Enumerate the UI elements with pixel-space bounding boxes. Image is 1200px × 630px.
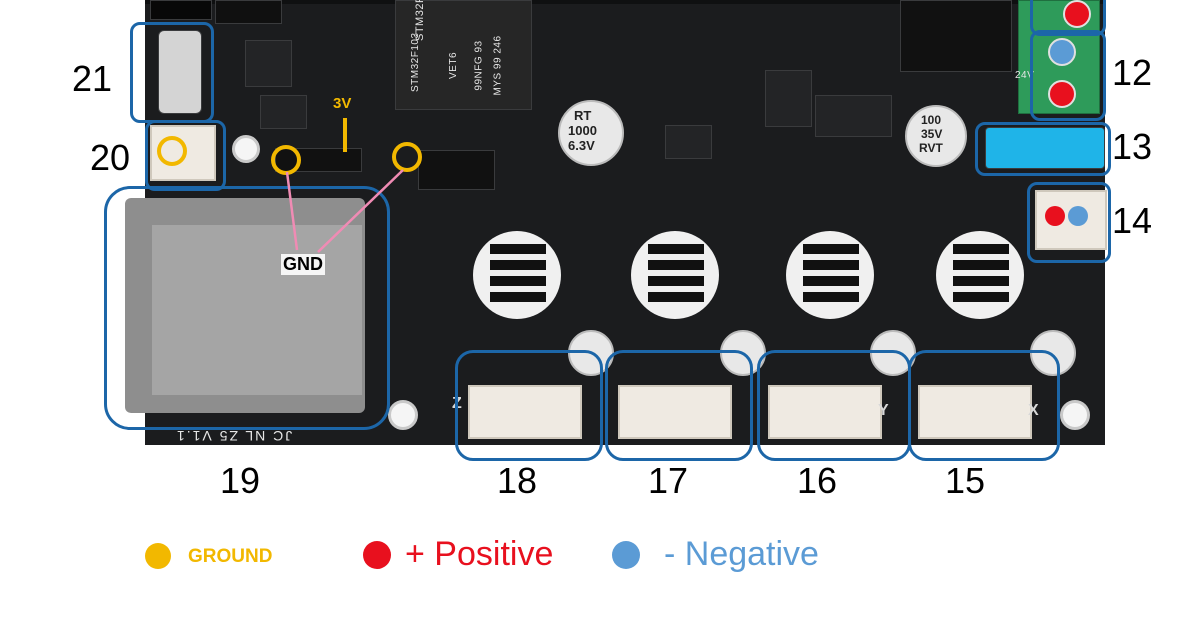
fuse (985, 127, 1105, 169)
heatsink-z (473, 231, 561, 319)
legend-ground-text: GROUND (188, 546, 273, 567)
usb-c-port (158, 30, 202, 114)
pin-header-right (418, 150, 495, 190)
label-20: 20 (90, 137, 131, 178)
mcu-chip: STM32F103 (395, 0, 532, 110)
legend-positive-text: + Positive (405, 535, 554, 573)
heater-negative (1068, 206, 1088, 226)
frame-16 (757, 350, 911, 461)
terminal-positive (1048, 80, 1076, 108)
ic-2 (260, 95, 307, 129)
ground-ring-fan (157, 136, 187, 166)
legend-positive-dot (363, 541, 391, 569)
mcu-label-1: STM32F103 (410, 32, 421, 92)
mounting-hole-3 (1060, 400, 1090, 430)
frame-21 (130, 22, 214, 123)
stepper-connector-x (768, 385, 882, 439)
frame-15 (908, 350, 1060, 461)
v3-marker (343, 118, 347, 152)
legend-negative-dot (612, 541, 640, 569)
cap-1000uf-text-1: RT (574, 108, 592, 123)
terminal-negative (1048, 38, 1076, 66)
axis-x-label: X (1028, 402, 1039, 419)
heatsink-y (631, 231, 719, 319)
label-16: 16 (797, 460, 838, 501)
gnd-label: GND (281, 254, 325, 275)
legend-negative-text: - Negative (664, 535, 819, 573)
cap-100uf: 100 35V RVT (905, 105, 967, 167)
cap-100uf-text-2: 35V (921, 127, 943, 141)
ground-ring-header-right (392, 142, 422, 172)
board-version-text: JC NL Z5 V1.1 (175, 428, 293, 444)
mounting-hole-1 (232, 135, 260, 163)
label-18: 18 (497, 460, 538, 501)
cap-100uf-text-3: RVT (919, 141, 943, 155)
stepper-connector-y (618, 385, 732, 439)
label-21: 21 (72, 58, 113, 99)
frame-19 (104, 186, 390, 430)
mcu-label-2: VET6 (448, 51, 460, 80)
cap-bottom-4 (1030, 330, 1076, 376)
top-connector (150, 0, 212, 20)
top-connector-2 (215, 0, 282, 24)
heatsink-x (786, 231, 874, 319)
ic-5 (900, 0, 1012, 72)
frame-top-right (1030, 0, 1106, 36)
ic-6 (765, 70, 812, 127)
sd-card-slot-inner (152, 225, 362, 395)
mcu-label-3: 99NFG 93 (473, 40, 485, 91)
cap-1000uf: RT 1000 6.3V (558, 100, 624, 166)
label-17: 17 (648, 460, 689, 501)
terminal-positive-top (1063, 0, 1091, 28)
frame-14 (1027, 182, 1111, 263)
frame-17 (605, 350, 753, 461)
label-19: 19 (220, 460, 261, 501)
heatsink-e (936, 231, 1024, 319)
v3-label: 3V (333, 95, 352, 112)
label-13: 13 (1112, 126, 1153, 167)
stepper-connector-e (918, 385, 1032, 439)
frame-12 (1030, 30, 1106, 121)
heater-positive (1045, 206, 1065, 226)
frame-18 (455, 350, 603, 461)
ic-4 (815, 95, 892, 137)
cap-1000uf-text-2: 1000 (568, 123, 597, 138)
label-14: 14 (1112, 200, 1153, 241)
cap-100uf-text-1: 100 (921, 113, 942, 127)
ground-ring-header-left (271, 145, 301, 175)
frame-20 (145, 120, 226, 191)
mounting-hole-2 (388, 400, 418, 430)
v24-label: 24V (1015, 70, 1035, 81)
mcu-label-4: MYS 99 246 (492, 35, 504, 96)
frame-13 (975, 122, 1111, 176)
label-12: 12 (1112, 52, 1153, 93)
legend-ground-dot (145, 543, 171, 569)
axis-y-label: Y (878, 402, 889, 419)
stepper-connector-z (468, 385, 582, 439)
board-edge (145, 0, 1105, 4)
ic-3 (665, 125, 712, 159)
ic-1 (245, 40, 292, 87)
cap-1000uf-text-3: 6.3V (568, 138, 595, 153)
label-15: 15 (945, 460, 986, 501)
